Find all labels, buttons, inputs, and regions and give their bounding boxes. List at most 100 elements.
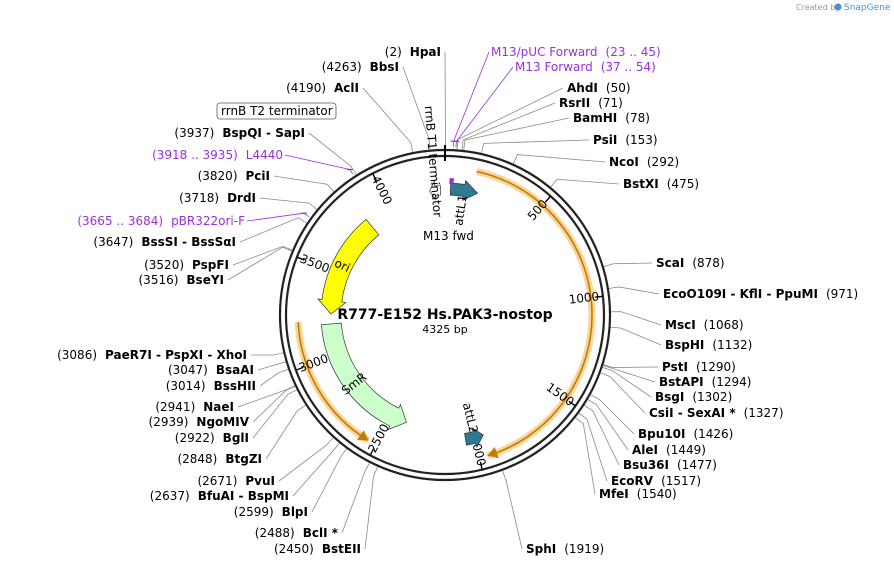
enzyme-position: (3647) — [93, 235, 133, 249]
leader-12 — [602, 366, 652, 398]
site-label-pspfi: (3520)PspFI — [144, 258, 229, 272]
leader-l-1 — [402, 66, 431, 150]
cds-arrowhead-0 — [487, 446, 499, 459]
primer-leader-2 — [284, 154, 354, 175]
leader-l-16 — [278, 437, 334, 482]
rrnb-t2-label: rrnB T2 terminator — [221, 104, 333, 118]
plasmid-name: R777-E152 Hs.PAK3-nostop — [337, 307, 552, 323]
enzyme-position: (475) — [667, 177, 699, 191]
enzyme-position: (2599) — [234, 505, 274, 519]
enzyme-position: (3047) — [168, 363, 208, 377]
site-label-bfuai-bspmi: (2637)BfuAI - BspMI — [150, 489, 289, 503]
feature-label-attl1: attL1 — [451, 194, 470, 227]
site-label-btgzi: (2848)BtgZI — [177, 452, 262, 466]
enzyme-name: PaeR7I - PspXI - XhoI — [105, 348, 247, 362]
leader-l-0 — [444, 51, 446, 150]
leader-19 — [502, 470, 523, 550]
enzyme-name: MscI — [665, 318, 696, 332]
site-label-psti: PstI(1290) — [662, 360, 736, 374]
backbone — [278, 145, 612, 482]
enzyme-position: (1068) — [704, 318, 744, 332]
cds-arc-0 — [476, 170, 593, 457]
enzyme-name: BamHI — [573, 111, 617, 125]
enzyme-name: BlpI — [282, 505, 308, 519]
leader-l-6 — [239, 217, 307, 243]
enzyme-position: (71) — [598, 96, 623, 110]
site-label-ecorv: EcoRV(1517) — [611, 474, 701, 488]
enzyme-position: (153) — [625, 133, 657, 147]
tick-mark-1500 — [568, 400, 576, 407]
enzyme-position: (4190) — [286, 81, 326, 95]
leader-l-17 — [292, 442, 340, 497]
feature-smr — [321, 322, 407, 431]
enzyme-name: HpaI — [410, 45, 441, 59]
enzyme-name: PspFI — [192, 258, 229, 272]
site-label-bbsi: (4263)BbsI — [322, 60, 399, 74]
leader-lines — [227, 51, 662, 550]
enzyme-position: (1302) — [692, 390, 732, 404]
site-label-alei: AleI(1449) — [632, 443, 706, 457]
enzyme-name: BsaAI — [216, 363, 254, 377]
tick-label-1000: 1000 — [568, 289, 600, 306]
enzyme-position: (1294) — [712, 375, 752, 389]
leader-1 — [461, 102, 556, 150]
leader-9 — [610, 326, 662, 346]
leader-l-13 — [252, 385, 296, 423]
primer-label-m13-forward: M13 Forward(37 .. 54) — [515, 60, 656, 74]
enzyme-name: BssSI - BssSαI — [141, 235, 236, 249]
enzyme-name: BglI — [223, 431, 249, 445]
primer-range: (37 .. 54) — [601, 60, 656, 74]
snapgene-logo-icon — [834, 3, 842, 11]
enzyme-position: (1540) — [637, 487, 677, 501]
site-label-hpai: (2)HpaI — [385, 45, 441, 59]
cds-arrowhead-1 — [356, 430, 369, 441]
snapgene-brand: SnapGene — [844, 3, 891, 13]
enzyme-name: NcoI — [609, 155, 639, 169]
primer-label-pbr322ori-f: (3665 .. 3684)pBR322ori-F — [77, 214, 245, 228]
leader-17 — [578, 412, 608, 482]
site-label-bsphi: BspHI(1132) — [665, 338, 752, 352]
enzyme-name: BseYI — [186, 273, 224, 287]
primer-range: (3665 .. 3684) — [77, 214, 163, 228]
enzyme-name: ScaI — [656, 256, 684, 270]
leader-l-12 — [237, 385, 295, 408]
enzyme-name: BtgZI — [225, 452, 262, 466]
site-label-ecoo109i-kfli-ppumi: EcoO109I - KflI - PpuMI(971) — [663, 287, 858, 301]
cds-arc-1 — [297, 322, 369, 442]
tick-mark-2000 — [479, 461, 483, 470]
primer-label-l4440: (3918 .. 3935)L4440 — [152, 148, 283, 162]
enzyme-position: (2941) — [155, 400, 195, 414]
enzyme-name: PstI — [662, 360, 688, 374]
leader-l-10 — [257, 361, 286, 371]
enzyme-name: SphI — [526, 542, 556, 556]
enzyme-name: AleI — [632, 443, 658, 457]
enzyme-position: (2637) — [150, 489, 190, 503]
rrnb-t2-box — [216, 102, 337, 120]
leader-6 — [603, 262, 653, 268]
site-label-bamhi: BamHI(78) — [573, 111, 650, 125]
enzyme-position: (2671) — [197, 474, 237, 488]
enzyme-name: AclI — [334, 81, 359, 95]
enzyme-position: (3516) — [139, 273, 179, 287]
site-label-naei: (2941)NaeI — [155, 400, 234, 414]
enzyme-name: Bsu36I — [623, 458, 669, 472]
leader-0 — [456, 87, 564, 150]
enzyme-name: BstEII — [322, 542, 361, 556]
enzyme-position: (3718) — [179, 191, 219, 205]
leader-l-5 — [259, 197, 318, 210]
enzyme-name: AhdI — [567, 81, 598, 95]
site-label-pcii: (3820)PciI — [198, 169, 270, 183]
site-label-bsu36i: Bsu36I(1477) — [623, 458, 717, 472]
leader-l-18 — [311, 448, 347, 513]
enzyme-position: (971) — [826, 287, 858, 301]
site-label-sphi: SphI(1919) — [526, 542, 604, 556]
tick-mark-1000 — [594, 295, 603, 298]
enzyme-name: BstAPI — [659, 375, 704, 389]
leader-11 — [603, 365, 656, 383]
leader-7 — [608, 286, 660, 295]
tick-mark-500 — [544, 195, 552, 203]
leader-14 — [590, 394, 635, 435]
enzyme-name: BsgI — [655, 390, 684, 404]
